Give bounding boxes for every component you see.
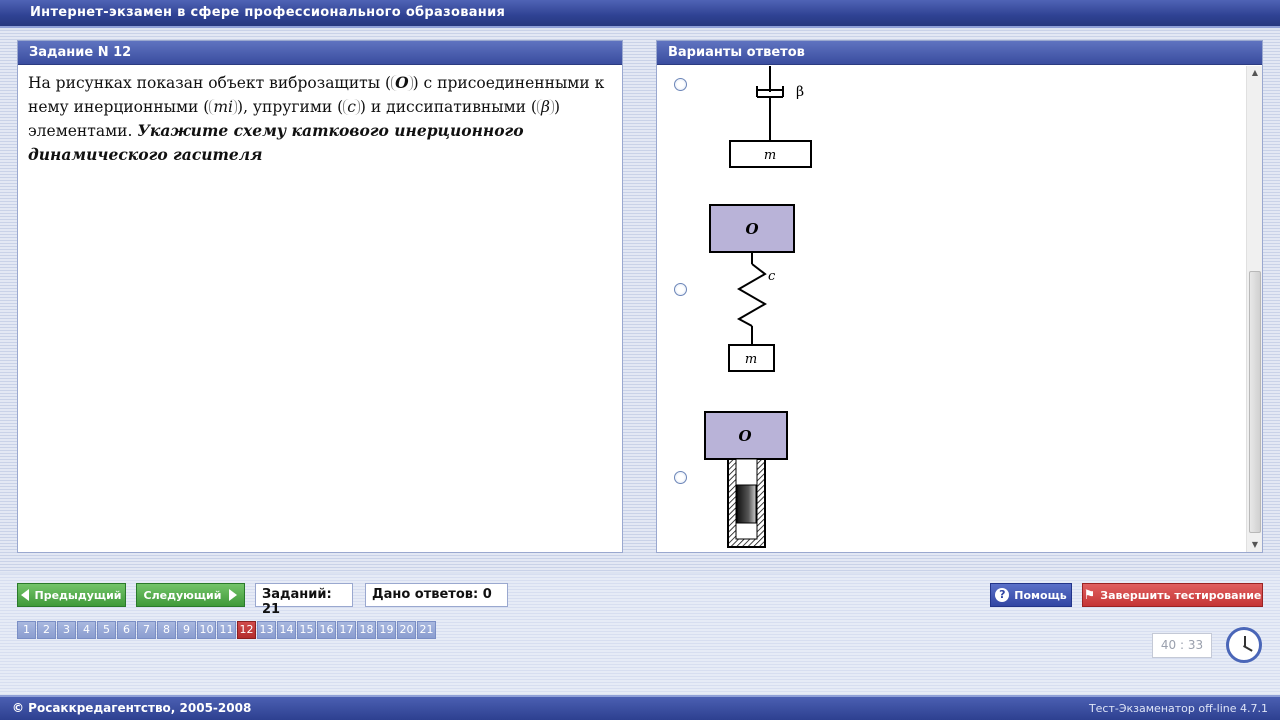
scrollbar-thumb[interactable]	[1249, 271, 1261, 533]
answer-radio-3[interactable]	[674, 471, 687, 484]
arrow-left-icon	[21, 589, 30, 601]
answer-diagram-2: O c m	[709, 204, 795, 372]
question-header: Задание N 12	[18, 41, 622, 65]
timer-display: 40 : 33	[1152, 633, 1212, 658]
app-title: Интернет-экзамен в сфере профессионально…	[30, 5, 506, 20]
page-button-16[interactable]: 16	[317, 621, 336, 639]
answers-scrollbar[interactable]: ▲ ▼	[1246, 66, 1262, 552]
tasks-count: Заданий: 21	[255, 583, 353, 617]
prev-button-label: Предыдущий	[34, 588, 122, 602]
answer-diagram-3: O	[704, 411, 788, 548]
scroll-down-icon[interactable]: ▼	[1251, 540, 1259, 549]
prev-button[interactable]: Предыдущий	[17, 583, 126, 607]
answered-count: Дано ответов: 0	[365, 583, 508, 607]
page-button-15[interactable]: 15	[297, 621, 316, 639]
symbol-object: O	[391, 75, 413, 91]
status-bar: © Росаккредагентство, 2005-2008 Тест-Экз…	[0, 695, 1280, 720]
page-button-14[interactable]: 14	[277, 621, 296, 639]
page-button-3[interactable]: 3	[57, 621, 76, 639]
finish-button-label: Завершить тестирование	[1100, 588, 1262, 602]
question-text-part4: ) и диссипативными (	[359, 98, 537, 116]
question-text-part3: ), упругими (	[237, 98, 344, 116]
page-button-1[interactable]: 1	[17, 621, 36, 639]
page-button-12[interactable]: 12	[237, 621, 256, 639]
page-button-17[interactable]: 17	[337, 621, 356, 639]
answer2-object-label: O	[745, 220, 758, 238]
symbol-damping: β	[536, 99, 554, 115]
next-button[interactable]: Следующий	[136, 583, 245, 607]
symbol-mass: mi	[209, 99, 238, 115]
page-button-21[interactable]: 21	[417, 621, 436, 639]
arrow-right-icon	[229, 589, 238, 601]
answers-list: β m O c m	[657, 66, 1246, 552]
answer2-spring-label: c	[768, 269, 776, 284]
question-text-part2: ) с присоединенными к нему инерционными …	[28, 74, 605, 116]
answer-radio-1[interactable]	[674, 78, 687, 91]
answers-header: Варианты ответов	[657, 41, 1262, 65]
page-button-19[interactable]: 19	[377, 621, 396, 639]
question-instruction: Укажите схему каткового инерционного дин…	[28, 121, 524, 164]
help-button[interactable]: ? Помощь	[990, 583, 1072, 607]
page-button-7[interactable]: 7	[137, 621, 156, 639]
answer-diagram-1: β m	[729, 66, 812, 168]
version-text: Тест-Экзаменатор off-line 4.7.1	[1088, 702, 1268, 715]
answer1-mass-label: m	[764, 148, 776, 163]
question-text-part5: ) элементами.	[28, 98, 560, 140]
question-text-part1: На рисунках показан объект виброзащиты (	[28, 74, 392, 92]
page-button-13[interactable]: 13	[257, 621, 276, 639]
page-button-2[interactable]: 2	[37, 621, 56, 639]
copyright-text: © Росаккредагентство, 2005-2008	[12, 701, 252, 715]
page-button-10[interactable]: 10	[197, 621, 216, 639]
clock-icon	[1226, 627, 1262, 663]
question-panel: Задание N 12 На рисунках показан объект …	[17, 40, 623, 553]
app-titlebar: Интернет-экзамен в сфере профессионально…	[0, 0, 1280, 28]
scroll-up-icon[interactable]: ▲	[1251, 68, 1259, 77]
question-text: На рисунках показан объект виброзащиты (…	[18, 65, 622, 173]
page-button-8[interactable]: 8	[157, 621, 176, 639]
page-button-11[interactable]: 11	[217, 621, 236, 639]
page-button-9[interactable]: 9	[177, 621, 196, 639]
symbol-stiffness: c	[343, 99, 360, 115]
answer3-object-label: O	[738, 427, 751, 445]
page-button-5[interactable]: 5	[97, 621, 116, 639]
next-button-label: Следующий	[143, 588, 222, 602]
help-button-label: Помощь	[1014, 588, 1067, 602]
page-button-6[interactable]: 6	[117, 621, 136, 639]
page-button-4[interactable]: 4	[77, 621, 96, 639]
answer-radio-2[interactable]	[674, 283, 687, 296]
help-icon: ?	[995, 588, 1010, 602]
answers-panel: Варианты ответов β m O c m	[656, 40, 1263, 553]
page-button-18[interactable]: 18	[357, 621, 376, 639]
running-man-icon: ⚑	[1083, 587, 1096, 603]
answer1-beta-label: β	[796, 84, 804, 100]
finish-button[interactable]: ⚑ Завершить тестирование	[1082, 583, 1263, 607]
answer2-mass-label: m	[745, 352, 757, 367]
page-button-20[interactable]: 20	[397, 621, 416, 639]
